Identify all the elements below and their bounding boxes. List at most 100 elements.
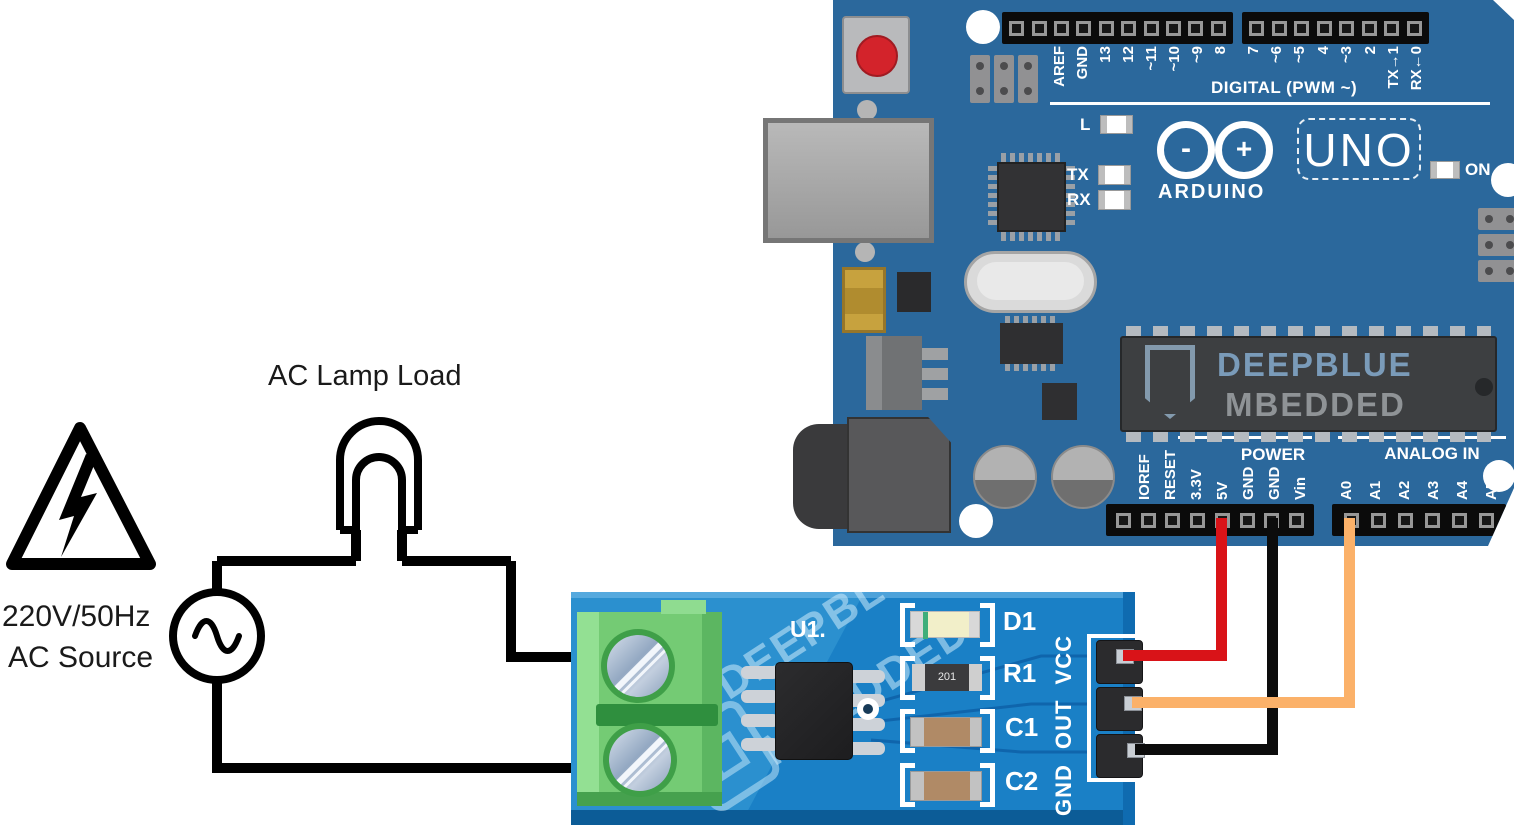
header-socket[interactable] — [1031, 20, 1047, 36]
header-socket[interactable] — [1398, 512, 1413, 528]
header-socket[interactable] — [1249, 20, 1265, 36]
pin-label: AREF — [1050, 46, 1068, 87]
pin-label: ~6 — [1268, 46, 1286, 64]
header-socket[interactable] — [1076, 20, 1092, 36]
header-socket[interactable] — [1115, 512, 1131, 528]
c1-capacitor — [910, 717, 982, 747]
transistor — [897, 272, 931, 312]
r1-resistor: 201 — [912, 664, 982, 691]
acs712-chip-leg — [847, 670, 885, 683]
pin-label: ~5 — [1291, 46, 1309, 64]
acs712-chip-leg — [741, 714, 779, 727]
pin-label: A4 — [1453, 480, 1471, 500]
header-socket[interactable] — [1165, 512, 1181, 528]
header-socket[interactable] — [1009, 20, 1025, 36]
header-socket[interactable] — [1371, 512, 1386, 528]
header-socket[interactable] — [1452, 512, 1467, 528]
logo-plus: + — [1235, 133, 1253, 164]
header-socket[interactable] — [1479, 512, 1494, 528]
icsp-pad — [970, 55, 990, 103]
header-socket[interactable] — [1339, 20, 1355, 36]
pin-label: RX←0 — [1408, 46, 1426, 91]
digital-header-left[interactable] — [1002, 12, 1233, 44]
power-jack-body — [847, 417, 951, 533]
header-socket[interactable] — [1190, 512, 1206, 528]
silkscreen-bracket — [980, 656, 995, 700]
header-socket[interactable] — [1425, 512, 1440, 528]
regulator-leg — [922, 388, 948, 400]
header-socket[interactable] — [1098, 20, 1114, 36]
chip-legs — [1005, 363, 1058, 371]
terminal-screw[interactable] — [607, 635, 669, 697]
header-socket[interactable] — [1143, 20, 1159, 36]
header-socket[interactable] — [1384, 20, 1400, 36]
digital-header-right[interactable] — [1242, 12, 1429, 44]
capacitor — [973, 445, 1037, 509]
terminal-screw[interactable] — [609, 729, 671, 791]
header-socket[interactable] — [1406, 20, 1422, 36]
terminal-slot — [596, 704, 718, 726]
acs712-chip-leg — [847, 718, 885, 731]
component-label: C2 — [1005, 766, 1039, 796]
pin-label: 8 — [1212, 46, 1230, 55]
vcc-wire-horizontal — [1123, 650, 1227, 661]
digital-section-label: DIGITAL (PWM ~) — [1211, 78, 1358, 97]
terminal-block[interactable] — [577, 612, 722, 806]
reset-button-cap[interactable] — [856, 35, 898, 77]
header-socket[interactable] — [1289, 512, 1305, 528]
chip-legs — [988, 166, 997, 228]
small-ic — [1000, 323, 1063, 364]
rx-led — [1098, 190, 1131, 210]
regulator-leg — [922, 348, 948, 360]
voltage-regulator — [866, 336, 922, 410]
sensor-header-pin-gnd[interactable] — [1096, 734, 1143, 778]
usb-shield-tab — [857, 100, 877, 120]
component-label: R1 — [1003, 658, 1037, 688]
header-socket[interactable] — [1210, 20, 1226, 36]
reset-button[interactable] — [842, 16, 910, 94]
header-socket[interactable] — [1188, 20, 1204, 36]
via-hole — [857, 698, 879, 720]
l-led — [1100, 115, 1133, 134]
pin-label: GND — [1240, 466, 1257, 500]
crystal-oscillator — [964, 251, 1097, 313]
silkscreen-bracket — [980, 603, 995, 647]
header-socket[interactable] — [1121, 20, 1137, 36]
signal-wire-vertical — [1344, 518, 1355, 708]
component-label: C1 — [1005, 712, 1039, 742]
header-socket[interactable] — [1054, 20, 1070, 36]
silkscreen-bracket — [980, 709, 995, 753]
header-socket[interactable] — [1140, 512, 1156, 528]
signal-wire-horizontal — [1132, 697, 1355, 708]
icsp-header-row — [1478, 208, 1514, 230]
header-socket[interactable] — [1271, 20, 1287, 36]
arduino-brand-text: ARDUINO — [1158, 181, 1266, 203]
pin-label: 2 — [1361, 46, 1379, 55]
header-socket[interactable] — [1294, 20, 1310, 36]
analog-header[interactable] — [1332, 504, 1506, 536]
acs712-sensor-board: DEEPBLUE MBEDDED — [571, 592, 1135, 825]
gnd-wire-vertical — [1267, 518, 1278, 755]
chip-notch — [1475, 378, 1493, 396]
silkscreen-bracket — [900, 763, 915, 807]
header-socket[interactable] — [1239, 512, 1255, 528]
lamp-label: AC Lamp Load — [268, 360, 462, 392]
atmega-dip-chip: DEEPBLUE MBEDDED — [1120, 336, 1497, 432]
sensor-pinout-label: GND OUT VCC — [1051, 635, 1076, 816]
mounting-hole — [1483, 460, 1514, 492]
uno-model-badge: UNO — [1297, 118, 1421, 180]
tx-led — [1098, 165, 1131, 185]
header-socket[interactable] — [1316, 20, 1332, 36]
acs712-chip-leg — [741, 666, 779, 679]
header-socket[interactable] — [1165, 20, 1181, 36]
circuit-wires — [212, 530, 578, 773]
arduino-logo-icon: - — [1157, 121, 1215, 179]
header-socket[interactable] — [1361, 20, 1377, 36]
pin-label: 5V — [1214, 481, 1231, 500]
pin-label: A2 — [1396, 480, 1414, 500]
power-header[interactable] — [1106, 504, 1314, 536]
pin-label: ~9 — [1189, 46, 1207, 64]
